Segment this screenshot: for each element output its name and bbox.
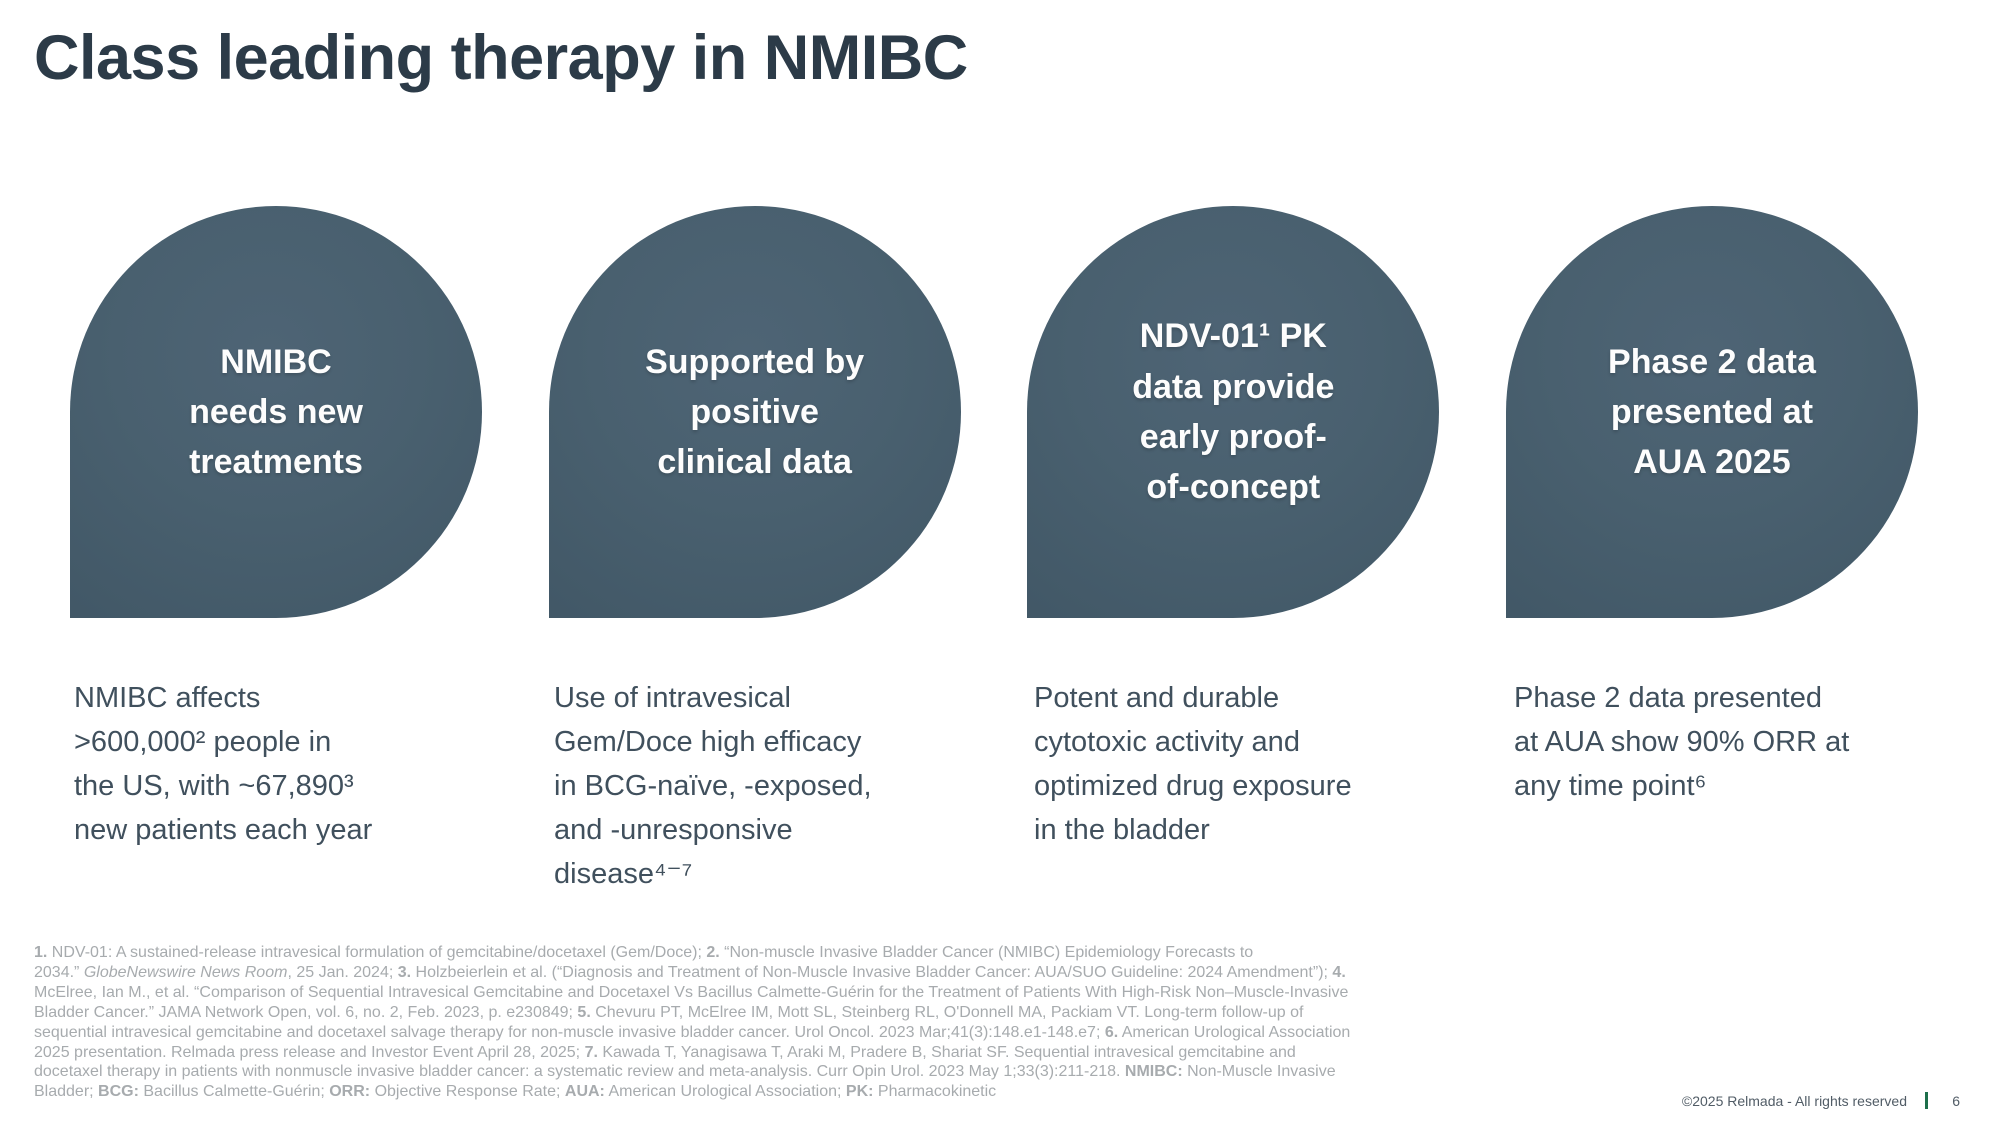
pillar-description-1: NMIBC affects >600,000² people in the US…	[74, 682, 373, 846]
pillar-description-3: Potent and durable cytotoxic activity an…	[1034, 682, 1352, 846]
pillar-bubble-1: NMIBC needs new treatments	[70, 206, 482, 618]
page-title: Class leading therapy in NMIBC	[34, 23, 968, 93]
footnote-line: Bladder Cancer.” JAMA Network Open, vol.…	[34, 1003, 1304, 1021]
pillar-description-2: Use of intravesical Gem/Doce high effica…	[554, 682, 872, 890]
pillar-descriptions-row: NMIBC affects >600,000² people in the US…	[74, 676, 1934, 896]
page-number: 6	[1952, 1092, 1960, 1109]
pillar-bubble-2: Supported by positive clinical data	[548, 206, 961, 618]
footnote-line: 1. NDV-01: A sustained-release intravesi…	[34, 944, 1254, 961]
pillar-bubble-label: Supported by positive clinical data	[645, 342, 865, 482]
pillar-description-4: Phase 2 data presented at AUA show 90% O…	[1514, 682, 1850, 802]
copyright-text: ©2025 Relmada - All rights reserved	[1681, 1092, 1907, 1109]
footnote-line: 2025 presentation. Relmada press release…	[34, 1043, 1296, 1061]
footer-divider	[1925, 1092, 1928, 1109]
footnote-line: Bladder; BCG: Bacillus Calmette-Guérin; …	[34, 1083, 997, 1101]
footer: ©2025 Relmada - All rights reserved 6	[1682, 1092, 1960, 1109]
footnotes: 1. NDV-01: A sustained-release intravesi…	[34, 943, 1674, 1102]
pillar-bubble-label: NMIBC needs new treatments	[189, 342, 363, 482]
footnote-line: docetaxel therapy in patients with nonmu…	[34, 1063, 1336, 1081]
footnote-line: 2034.” GlobeNewswire News Room, 25 Jan. …	[34, 963, 1346, 981]
footnote-line: sequential intravesical gemcitabine and …	[34, 1023, 1351, 1041]
pillar-bubble-label: Phase 2 data presented at AUA 2025	[1608, 342, 1816, 482]
pillar-bubbles-row: NMIBC needs new treatments Supported by …	[70, 206, 1918, 618]
pillar-bubble-4: Phase 2 data presented at AUA 2025	[1505, 206, 1918, 618]
footnote-line: McElree, Ian M., et al. “Comparison of S…	[34, 983, 1349, 1001]
pillar-bubble-label: NDV-01¹ PK data provide early proof- of-…	[1132, 317, 1335, 507]
pillar-bubble-3: NDV-01¹ PK data provide early proof- of-…	[1027, 206, 1440, 618]
